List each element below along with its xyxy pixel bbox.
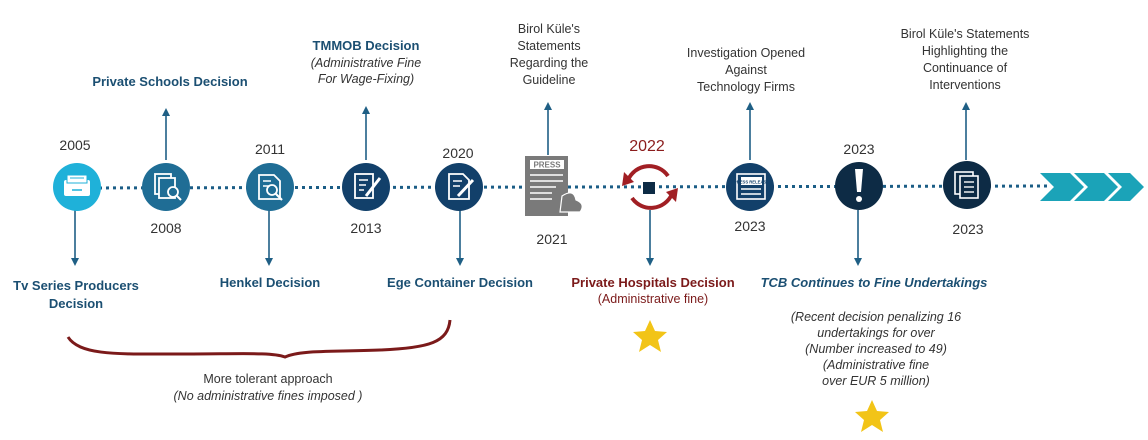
press-release-icon: PRESS RELEASE	[726, 163, 774, 211]
cycle-arrows-icon	[622, 164, 678, 210]
note-private-hospitals: (Administrative fine)	[597, 292, 709, 306]
press-icon-text: PRESS	[533, 161, 561, 170]
press-release-icon-text: PRESS RELEASE	[734, 180, 769, 185]
label-private-hospitals: Private Hospitals Decision	[571, 275, 735, 290]
label-birol-kule-interventions: Birol Küle's Statements Highlighting the…	[900, 27, 1030, 92]
label-tv-series-producers: Tv Series Producers Decision	[13, 278, 139, 311]
signed-document-icon	[342, 163, 390, 211]
document-search-icon	[142, 163, 190, 211]
year-2008: 2008	[150, 220, 182, 236]
note-tmmob: (Administrative Fine For Wage-Fixing)	[310, 56, 422, 86]
year-2022: 2022	[629, 138, 665, 155]
label-ege-container: Ege Container Decision	[387, 275, 533, 290]
exclamation-icon	[835, 162, 883, 210]
timeline-end-chevrons	[1040, 173, 1144, 201]
magnifier-document-icon	[246, 163, 294, 211]
label-birol-kule-guideline: Birol Küle's Statements Regarding the Gu…	[509, 22, 589, 87]
year-2013: 2013	[350, 220, 382, 236]
tolerant-approach-bracket	[66, 319, 452, 359]
year-2020: 2020	[442, 145, 474, 161]
label-private-schools: Private Schools Decision	[92, 74, 248, 89]
year-2021: 2021	[536, 231, 568, 247]
year-2011: 2011	[254, 141, 286, 157]
bracket-label: More tolerant approach	[203, 372, 333, 386]
year-2005: 2005	[59, 137, 91, 153]
timeline-line	[77, 184, 1051, 190]
documents-stack-icon	[943, 161, 991, 209]
label-tmmob: TMMOB Decision	[312, 38, 420, 53]
label-henkel: Henkel Decision	[219, 275, 321, 290]
edit-document-icon	[435, 163, 483, 211]
folder-icon	[53, 163, 101, 211]
label-investigation-tech: Investigation Opened Against Technology …	[686, 46, 806, 94]
press-document-icon: PRESS	[525, 156, 583, 216]
year-2023-tcb: 2023	[843, 141, 875, 157]
star-icon-2023	[855, 400, 889, 432]
star-icon-2022	[633, 320, 667, 352]
year-2023-tech: 2023	[734, 218, 766, 234]
label-tcb-continues: TCB Continues to Fine Undertakings	[760, 275, 988, 290]
year-2023-statements: 2023	[952, 221, 984, 237]
note-tcb-continues: (Recent decision penalizing 16 undertaki…	[790, 310, 962, 388]
bracket-note: (No administrative fines imposed )	[173, 389, 363, 403]
